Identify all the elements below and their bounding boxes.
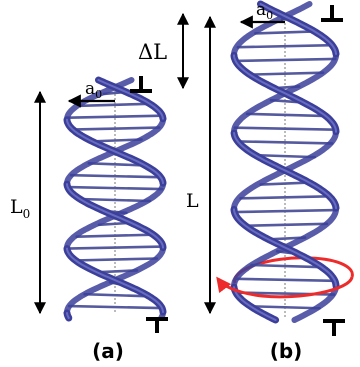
helix-a: [63, 76, 167, 322]
helix-b-strand-highlight: [233, 208, 337, 287]
helix-a-strand-highlight: [66, 247, 164, 313]
panel-b: ΔL L a0 (b): [138, 0, 354, 363]
helix-b-strand-highlight: [233, 132, 337, 210]
helix-a-base-pair: [69, 173, 161, 179]
helix-b-base-pair: [250, 263, 320, 269]
helix-b-strand-highlight: [233, 286, 277, 321]
bottom-clamp-b: [323, 319, 345, 336]
caption-a: (a): [92, 339, 124, 363]
radius-label-b: a0: [256, 0, 273, 22]
helix-a-base-pair: [75, 233, 155, 238]
delta-length-label: ΔL: [138, 40, 167, 64]
helix-a-strand-highlight: [66, 312, 70, 319]
bottom-clamp-a: [146, 317, 168, 333]
helix-b-base-pair: [245, 71, 325, 76]
helix-a-base-pair: [66, 185, 164, 191]
helix-b: [230, 0, 340, 324]
helix-b-base-pair: [236, 43, 334, 49]
caption-b: (b): [270, 339, 303, 363]
helix-b-base-pair: [236, 140, 334, 145]
helix-a-base-pair: [69, 126, 161, 131]
helix-a-strand-1: [95, 76, 167, 123]
helix-b-base-pair: [233, 57, 337, 63]
rotation-arrow-front: [216, 276, 354, 299]
helix-a-base-pair: [83, 292, 147, 298]
helix-b-base-pair: [234, 277, 336, 283]
helix-a-base-pair: [65, 245, 165, 250]
helix-b-strand-highlight: [233, 54, 337, 133]
panel-a: L0 a0 (a): [10, 76, 168, 363]
helix-b-base-pair: [241, 222, 329, 228]
helix-b-strand-2: [231, 1, 313, 57]
helix-b-base-pair: [253, 153, 317, 159]
helix-b-base-pair: [239, 195, 331, 200]
length-label-b: L: [186, 190, 199, 212]
helix-b-base-pair: [249, 304, 321, 310]
helix-a-base-pair: [78, 102, 152, 108]
helix-a-base-pair: [67, 304, 163, 310]
helix-a-strand-highlight: [66, 183, 164, 249]
top-clamp-b: [321, 5, 343, 22]
helix-b-strand-2: [291, 284, 339, 323]
helix-a-base-pair: [71, 257, 159, 262]
helix-b-strand-highlight: [259, 3, 337, 55]
helix-a-strand-highlight: [66, 118, 164, 185]
length-label-a: L0: [10, 196, 30, 221]
helix-a-base-pair: [66, 114, 164, 119]
top-clamp-a: [130, 76, 152, 93]
helix-b-base-pair: [232, 208, 338, 214]
helix-b-base-pair: [233, 126, 337, 131]
helix-a-base-pair: [87, 162, 143, 167]
helix-a-strand-highlight: [97, 79, 164, 120]
helix-b-base-pair: [245, 112, 325, 118]
helix-b-base-pair: [259, 181, 311, 186]
helix-a-base-pair: [78, 197, 152, 203]
helix-b-base-pair: [254, 30, 316, 35]
radius-label-a: a0: [85, 79, 102, 101]
